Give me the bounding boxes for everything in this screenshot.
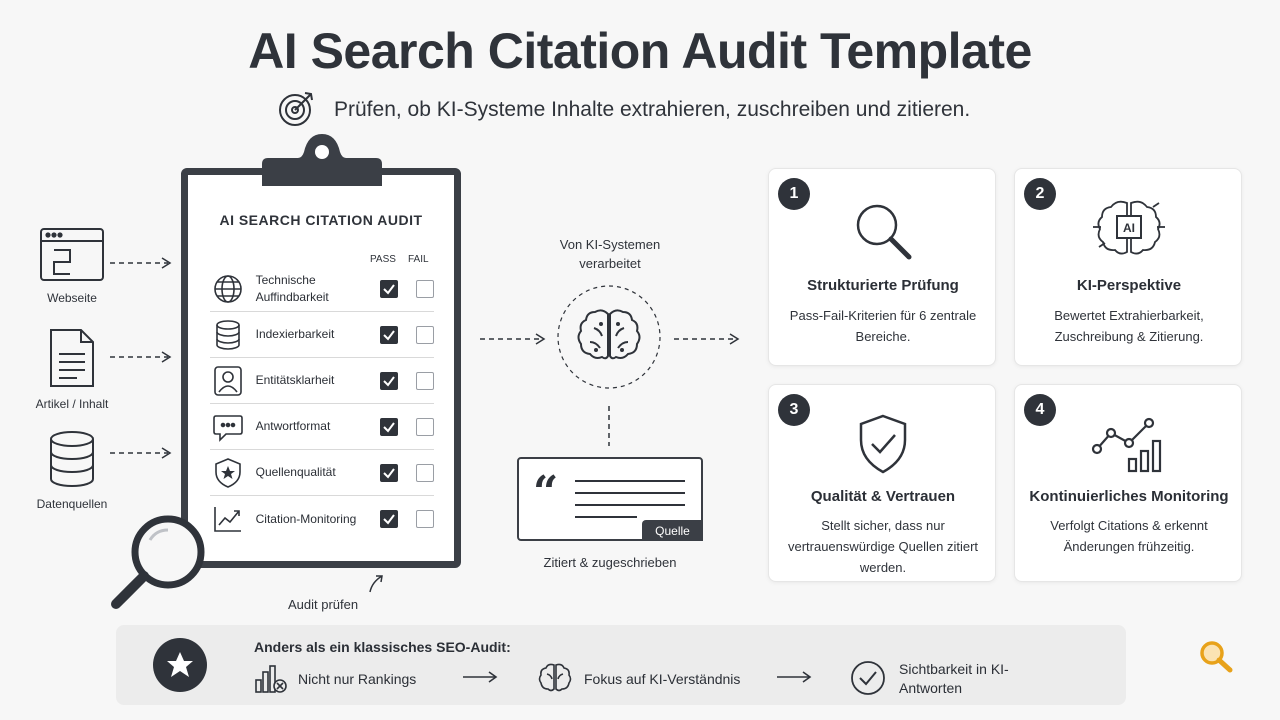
- criterion-row: Quellenqualität: [210, 450, 434, 496]
- database-icon: [48, 431, 96, 492]
- card-description: Bewertet Extrahierbarkeit, Zuschreibung …: [1054, 308, 1204, 344]
- page-title: AI Search Citation Audit Template: [248, 23, 1032, 79]
- dashed-arrow: [110, 351, 172, 363]
- criterion-row: Citation-Monitoring: [210, 496, 434, 542]
- clipboard-clip-icon: [262, 134, 382, 186]
- fail-checkbox[interactable]: [416, 371, 434, 390]
- source-webseite: Webseite: [22, 226, 122, 305]
- card-number: 1: [778, 178, 810, 210]
- pass-checkbox[interactable]: [380, 279, 399, 298]
- document-icon: [47, 329, 97, 392]
- person-icon: [210, 365, 246, 396]
- line-bar-chart-icon: [1015, 411, 1243, 475]
- source-label: Artikel / Inhalt: [35, 397, 109, 411]
- dashed-connector: [608, 406, 610, 446]
- pass-checkbox[interactable]: [380, 463, 399, 482]
- card-description: Stellt sicher, dass nur vertrauenswürdig…: [787, 518, 979, 575]
- pass-checkbox[interactable]: [380, 371, 399, 390]
- source-label: Datenquellen: [36, 497, 108, 511]
- subtitle-row: Prüfen, ob KI-Systeme Inhalte extrahiere…: [278, 90, 970, 130]
- card-number: 4: [1024, 394, 1056, 426]
- card-title: Kontinuierliches Monitoring: [1029, 488, 1229, 505]
- card-description: Pass-Fail-Kriterien für 6 zentrale Berei…: [789, 308, 977, 344]
- ai-chip-text: AI: [1123, 221, 1135, 235]
- pass-checkbox[interactable]: [380, 325, 399, 344]
- page-subtitle: Prüfen, ob KI-Systeme Inhalte extrahiere…: [334, 98, 971, 121]
- comparison-item: Fokus auf KI-Verständnis: [584, 671, 741, 687]
- feature-card-4: 4 Kontinuierliches Monitoring Verfolgt C…: [1014, 384, 1242, 582]
- criterion-row: Entitätsklarheit: [210, 358, 434, 404]
- card-description: Verfolgt Citations & erkennt Änderungen …: [1050, 518, 1208, 554]
- arrow-right-icon: [463, 671, 498, 683]
- criterion-label: Citation-Monitoring: [255, 511, 357, 526]
- audit-clipboard: [181, 168, 461, 568]
- comparison-item: Nicht nur Rankings: [298, 671, 417, 687]
- trend-chart-icon: [210, 505, 246, 533]
- quote-mark-icon: “: [533, 467, 685, 518]
- magnifier-icon: [769, 199, 997, 263]
- brain-icon: [538, 663, 572, 692]
- source-datenquellen: Datenquellen: [22, 430, 122, 511]
- shield-star-icon: [210, 457, 246, 488]
- criterion-label: Antwortformat: [255, 419, 331, 434]
- comparison-item: Sichtbarkeit in KI-Antworten: [899, 661, 1009, 696]
- globe-icon: [210, 274, 246, 304]
- dashed-arrow: [110, 447, 172, 459]
- criterion-row: Antwortformat: [210, 404, 434, 450]
- source-artikel: Artikel / Inhalt: [22, 328, 122, 411]
- ai-chip-head-icon: AI: [1015, 197, 1243, 263]
- criterion-label: Quellenqualität: [255, 465, 336, 480]
- dashed-arrow: [110, 257, 172, 269]
- fail-checkbox[interactable]: [416, 279, 434, 298]
- small-arrow-icon: [369, 575, 383, 593]
- bar-chart-x-icon: [255, 665, 287, 693]
- orange-magnifier-icon: [1200, 641, 1233, 673]
- pass-checkbox[interactable]: [380, 417, 399, 436]
- target-icon: [278, 89, 316, 132]
- source-label: Webseite: [47, 291, 97, 305]
- criterion-label: Technische Auffindbarkeit: [255, 273, 329, 304]
- feature-card-3: 3 Qualität & Vertrauen Stellt sicher, da…: [768, 384, 996, 582]
- shield-check-icon: [769, 413, 997, 475]
- browser-window-icon: [40, 228, 104, 286]
- feature-card-2: 2 AI KI-Perspektive Bewertet Extrahierba…: [1014, 168, 1242, 366]
- magnifier-icon: [111, 515, 205, 609]
- source-badge: Quelle: [642, 520, 703, 541]
- pass-checkbox[interactable]: [380, 510, 399, 528]
- criterion-label: Indexierbarkeit: [255, 327, 335, 342]
- feature-card-1: 1 Strukturierte Prüfung Pass-Fail-Kriter…: [768, 168, 996, 366]
- criterion-row: Technische Auffindbarkeit: [210, 266, 434, 312]
- fail-checkbox[interactable]: [416, 417, 434, 436]
- comparison-heading: Anders als ein klassisches SEO-Audit:: [254, 639, 511, 655]
- star-icon: [153, 638, 207, 692]
- pass-column-header: PASS: [370, 254, 396, 265]
- arrow-right-icon: [777, 671, 812, 683]
- audit-caption: Audit prüfen: [288, 597, 359, 612]
- svg-text:“: “: [533, 467, 558, 518]
- criterion-row: Indexierbarkeit: [210, 312, 434, 358]
- fail-checkbox[interactable]: [416, 510, 434, 528]
- card-title: Strukturierte Prüfung: [807, 277, 959, 294]
- quote-caption: Zitiert & zugeschrieben: [543, 555, 677, 570]
- comparison-bar: [116, 625, 1126, 705]
- fail-column-header: FAIL: [408, 254, 429, 265]
- criterion-label: Entitätsklarheit: [255, 373, 335, 388]
- chat-bubble-icon: [210, 412, 246, 442]
- processing-label: Von KI-Systemen verarbeitet: [559, 237, 661, 271]
- fail-checkbox[interactable]: [416, 463, 434, 482]
- brain-icon: [557, 285, 661, 389]
- dashed-arrow: [480, 333, 546, 345]
- dashed-arrow: [674, 333, 740, 345]
- card-number: 3: [778, 394, 810, 426]
- check-circle-icon: [851, 661, 885, 695]
- card-title: KI-Perspektive: [1076, 277, 1182, 294]
- audit-heading: AI SEARCH CITATION AUDIT: [219, 212, 423, 228]
- card-title: Qualität & Vertrauen: [810, 488, 956, 505]
- card-number: 2: [1024, 178, 1056, 210]
- database-icon: [210, 319, 246, 350]
- fail-checkbox[interactable]: [416, 325, 434, 344]
